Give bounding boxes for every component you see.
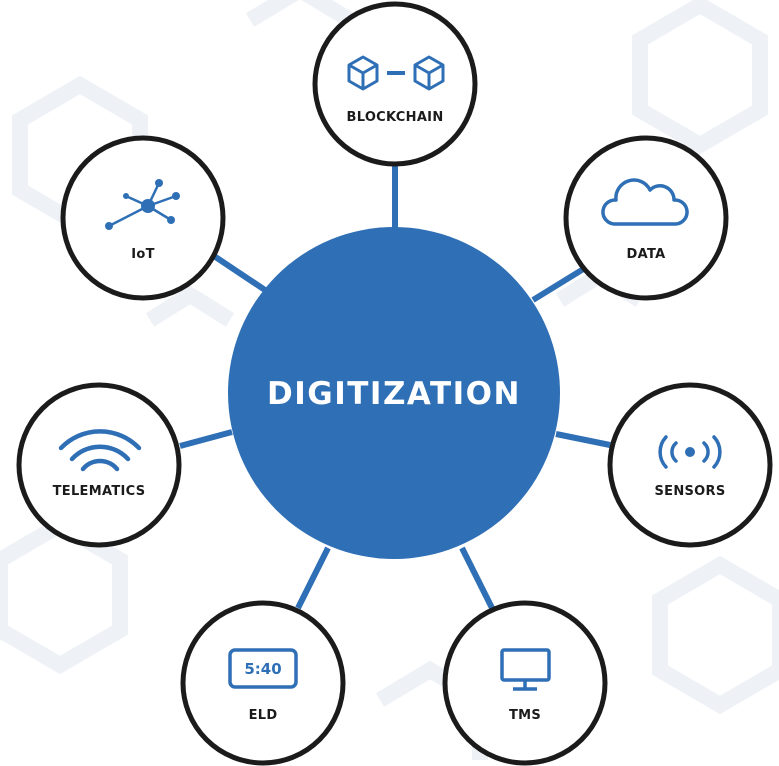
node-data: DATA: [563, 135, 729, 301]
node-label-data: DATA: [627, 247, 666, 262]
node-blockchain: BLOCKCHAIN: [312, 1, 478, 167]
wifi-signal-icon: [58, 429, 142, 472]
node-eld: 5:40 ELD: [180, 600, 346, 766]
hub-node: DIGITIZATION: [228, 227, 560, 559]
hub-circle: [228, 227, 560, 559]
connector-telematics: [179, 429, 233, 449]
connector-tms: [459, 546, 495, 610]
monitor-icon: [500, 648, 551, 691]
node-label-blockchain: BLOCKCHAIN: [346, 110, 443, 125]
blockchain-icon: [347, 55, 445, 91]
node-label-iot: IoT: [131, 247, 155, 262]
cloud-icon: [601, 178, 689, 226]
node-label-eld: ELD: [249, 708, 278, 723]
node-tms: TMS: [442, 600, 608, 766]
connector-sensors: [555, 431, 611, 448]
eld-clock-icon: 5:40: [228, 648, 298, 689]
node-label-tms: TMS: [509, 708, 541, 723]
eld-display-time: 5:40: [244, 660, 281, 678]
node-iot: IoT: [60, 135, 226, 301]
connector-eld: [295, 546, 331, 610]
broadcast-sensor-icon: [658, 435, 722, 469]
connectors: [179, 165, 611, 610]
node-sensors: SENSORS: [607, 382, 773, 548]
hub-label: DIGITIZATION: [267, 376, 521, 412]
node-label-sensors: SENSORS: [654, 484, 725, 499]
connector-iot: [206, 249, 267, 293]
connector-data: [531, 265, 587, 303]
node-telematics: TELEMATICS: [16, 382, 182, 548]
node-label-telematics: TELEMATICS: [53, 484, 146, 499]
network-hub-icon: [105, 179, 180, 230]
